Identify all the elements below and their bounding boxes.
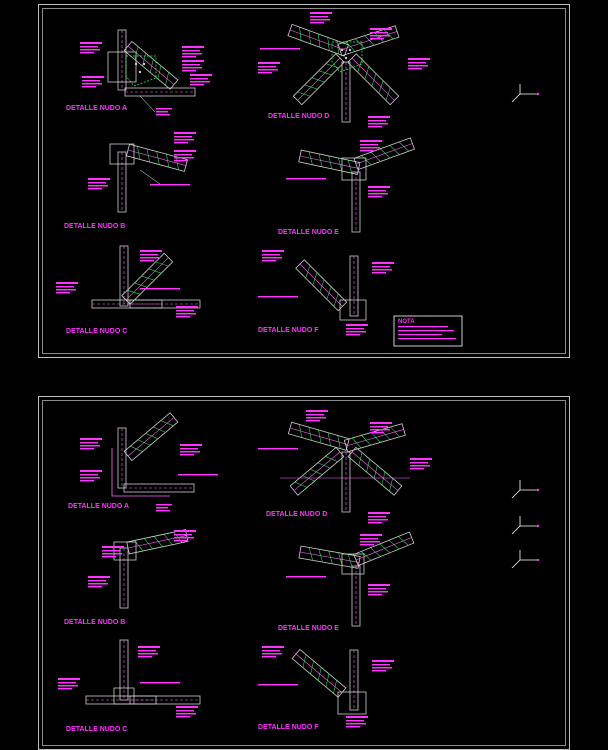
axis-symbol-2	[511, 479, 540, 499]
nota-title: NOTA	[398, 319, 415, 325]
detail-c-drawing	[56, 245, 201, 318]
sheet-2-title-a: DETALLE NUDO A	[68, 503, 129, 510]
sheet-1-details	[56, 12, 540, 347]
detail-d-drawing	[258, 12, 430, 128]
detail-e2-drawing	[286, 531, 415, 627]
detail-b-drawing	[88, 132, 196, 213]
axis-symbol-4	[511, 549, 540, 569]
nota-box	[393, 315, 463, 347]
detail-a-drawing	[80, 29, 212, 116]
sheet-2-title-f: DETALLE NUDO F	[258, 724, 319, 731]
detail-e-drawing	[286, 137, 415, 233]
detail-c2-drawing	[58, 639, 201, 718]
detail-a2-drawing	[80, 412, 218, 512]
sheet-1-title-b: DETALLE NUDO B	[64, 223, 125, 230]
sheet-2-details	[58, 410, 540, 728]
sheet-1-title-d: DETALLE NUDO D	[268, 113, 329, 120]
detail-f2-drawing	[258, 646, 394, 728]
sheet-1-title-c: DETALLE NUDO C	[66, 328, 127, 335]
sheet-2-title-c: DETALLE NUDO C	[66, 726, 127, 733]
detail-f-drawing	[258, 250, 394, 336]
axis-symbol-3	[511, 515, 540, 535]
axis-symbol-1	[511, 83, 540, 103]
detail-d2-drawing	[258, 410, 432, 524]
sheet-2-title-e: DETALLE NUDO E	[278, 625, 339, 632]
sheet-1-title-f: DETALLE NUDO F	[258, 327, 319, 334]
detail-b2-drawing	[88, 529, 196, 609]
sheet-1-frame	[38, 4, 570, 358]
sheet-1-title-e: DETALLE NUDO E	[278, 229, 339, 236]
sheet-2-title-d: DETALLE NUDO D	[266, 511, 327, 518]
sheet-1-title-a: DETALLE NUDO A	[66, 105, 127, 112]
sheet-2-title-b: DETALLE NUDO B	[64, 619, 125, 626]
